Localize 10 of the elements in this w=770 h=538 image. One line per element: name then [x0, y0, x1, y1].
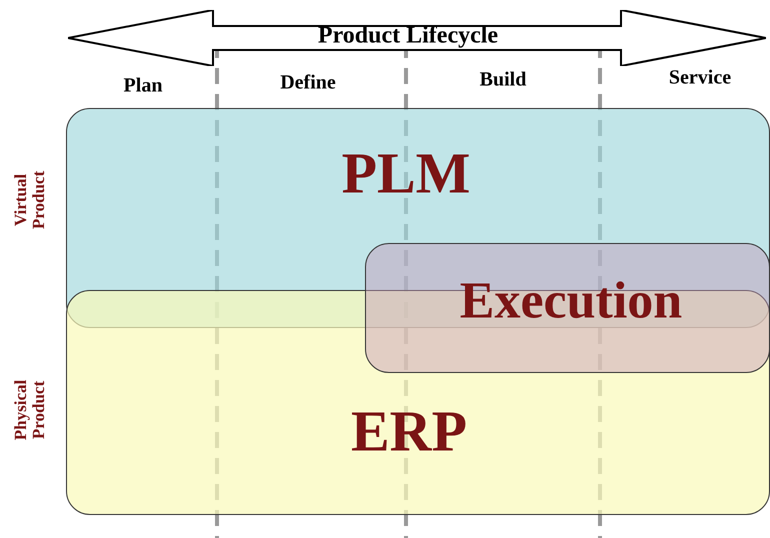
phase-label: Service — [668, 66, 732, 90]
phase-label: Build — [480, 68, 526, 92]
region-title: ERP — [351, 398, 467, 464]
arrow-label: Product Lifecycle — [318, 22, 498, 50]
phase-label: Define — [280, 72, 336, 94]
region-title: PLM — [342, 140, 470, 206]
double-arrow — [68, 10, 766, 66]
side-label: Virtual Product — [12, 170, 48, 232]
side-label: Physical Product — [12, 378, 48, 442]
phase-label: Plan — [124, 74, 162, 98]
